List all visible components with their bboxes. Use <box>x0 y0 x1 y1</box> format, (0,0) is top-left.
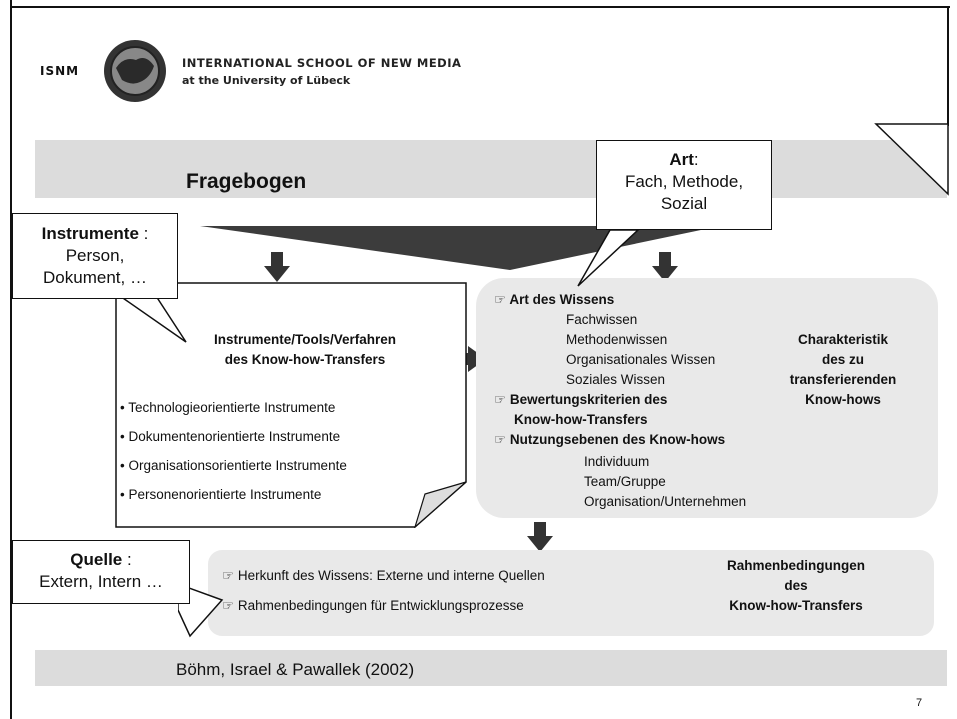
framework-label: Rahmenbedingungen des Know-how-Transfers <box>696 556 896 616</box>
herkunft-item: ☞ Herkunft des Wissens: Externe und inte… <box>222 566 545 586</box>
art-callout-sep: : <box>693 150 699 169</box>
quelle-callout-label: Quelle <box>70 550 123 569</box>
knowledge-characteristics-box <box>476 278 938 518</box>
art-heading-label: Art des Wissens <box>509 292 615 307</box>
hand-pointer-icon: ☞ <box>222 568 235 583</box>
hand-pointer-icon: ☞ <box>494 392 507 407</box>
quelle-callout-sep: : <box>122 550 132 569</box>
footer-band <box>35 650 947 686</box>
arrow-down-left <box>262 252 292 288</box>
bewertung-label-1: Bewertungskriterien des <box>509 392 668 407</box>
hand-pointer-icon: ☞ <box>494 432 507 447</box>
nutzung-list: Individuum Team/Gruppe Organisation/Unte… <box>584 452 746 512</box>
instruments-document <box>115 282 467 528</box>
hand-pointer-icon: ☞ <box>222 598 235 613</box>
list-item: Organisation/Unternehmen <box>584 494 747 509</box>
rahmen-label: Rahmenbedingungen für Entwicklungsprozes… <box>237 598 524 613</box>
slide-border-left <box>10 0 12 719</box>
label-line: des <box>784 578 808 593</box>
label-line: Know-hows <box>805 392 881 407</box>
list-item: Fachwissen <box>566 312 638 327</box>
list-item: • Organisationsorientierte Instrumente <box>120 458 347 473</box>
art-callout: Art: Fach, Methode, Sozial <box>596 140 772 230</box>
herkunft-label: Herkunft des Wissens: Externe und intern… <box>237 568 545 583</box>
instruments-list: • Technologieorientierte Instrumente • D… <box>120 398 460 514</box>
list-item: • Dokumentenorientierte Instrumente <box>120 429 341 444</box>
title-band <box>35 140 947 198</box>
logo-abbreviation: ISNM <box>40 64 80 78</box>
instrumente-callout-line-2: Dokument, … <box>43 268 147 287</box>
art-callout-pointer <box>570 229 650 290</box>
label-line: Charakteristik <box>797 332 889 347</box>
label-line: transferierenden <box>789 372 897 387</box>
connector-wedge <box>200 226 720 272</box>
instrumente-callout-label: Instrumente <box>41 224 139 243</box>
school-name: INTERNATIONAL SCHOOL OF NEW MEDIA <box>182 56 462 70</box>
list-item: Soziales Wissen <box>566 372 666 387</box>
university-name: at the University of Lübeck <box>182 74 351 87</box>
folded-corner <box>874 122 950 198</box>
arrow-down-bottom <box>525 522 555 558</box>
slide-border-right <box>947 6 949 126</box>
globe-logo-icon <box>102 38 168 104</box>
instrumente-callout: Instrumente : Person, Dokument, … <box>12 213 178 299</box>
art-callout-line-1: Fach, Methode, <box>624 172 744 191</box>
nutzung-heading: ☞ Nutzungsebenen des Know-hows <box>494 430 725 450</box>
instrumente-callout-sep: : <box>138 224 149 243</box>
list-item: • Personenorientierte Instrumente <box>120 487 322 502</box>
list-item: • Technologieorientierte Instrumente <box>120 400 336 415</box>
label-line: Rahmenbedingungen <box>727 558 865 573</box>
instruments-heading-2: des Know-how-Transfers <box>224 352 386 367</box>
art-callout-label: Art <box>669 150 694 169</box>
instruments-heading-1: Instrumente/Tools/Verfahren <box>213 332 397 347</box>
page-number: 7 <box>916 697 923 709</box>
list-item: Individuum <box>584 454 650 469</box>
rahmen-item: ☞ Rahmenbedingungen für Entwicklungsproz… <box>222 596 524 616</box>
instrumente-callout-line-1: Person, <box>65 246 125 265</box>
instrumente-callout-pointer <box>110 295 190 346</box>
bewertung-label-2: Know-how-Transfers <box>514 412 648 427</box>
list-item: Team/Gruppe <box>584 474 666 489</box>
label-line: des zu <box>821 352 864 367</box>
bewertung-heading: ☞ Bewertungskriterien des <box>494 390 667 410</box>
quelle-callout: Quelle : Extern, Intern … <box>12 540 190 604</box>
citation: Böhm, Israel & Pawallek (2002) <box>176 660 415 679</box>
list-item: Methodenwissen <box>566 332 668 347</box>
arrow-down-right <box>650 252 680 288</box>
framework-conditions-box <box>208 550 934 636</box>
art-callout-line-2: Sozial <box>660 194 708 213</box>
label-line: Know-how-Transfers <box>729 598 863 613</box>
art-list: Fachwissen Methodenwissen Organisational… <box>566 310 715 390</box>
art-heading: ☞ Art des Wissens <box>494 290 614 310</box>
characteristics-label: Charakteristik des zu transferierenden K… <box>758 330 928 410</box>
list-item: Organisationales Wissen <box>566 352 716 367</box>
hand-pointer-icon: ☞ <box>494 292 507 307</box>
nutzung-label: Nutzungsebenen des Know-hows <box>509 432 726 447</box>
slide-border-top <box>10 6 950 8</box>
page-title: Fragebogen <box>186 170 307 193</box>
quelle-callout-line-1: Extern, Intern … <box>39 572 163 591</box>
